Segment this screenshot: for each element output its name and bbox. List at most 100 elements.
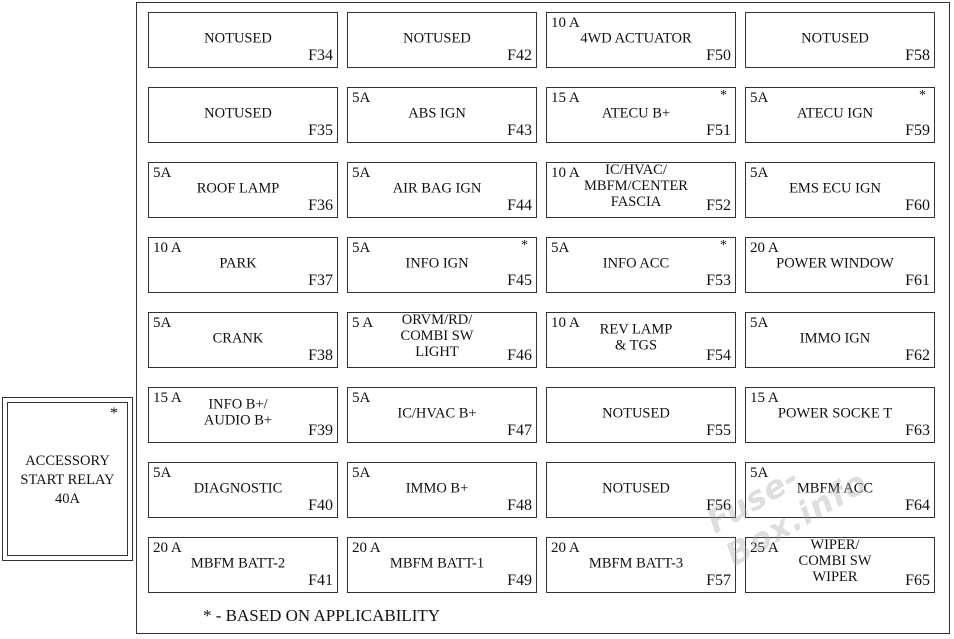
fuse-description: MBFM BATT-2 [190, 555, 286, 572]
fuse-description: INFO IGN [405, 255, 469, 272]
fuse-f47: 5A IC/HVAC B+ F47 [347, 387, 537, 443]
fuse-amperage: 20 A [352, 540, 381, 556]
applicability-star: * [720, 88, 727, 103]
fuse-f36: 5A ROOF LAMP F36 [148, 162, 338, 218]
fuse-code: F49 [507, 572, 532, 589]
fuse-description: NOTUSED [801, 30, 869, 47]
fuse-description: MBFM BATT-3 [588, 555, 684, 572]
fuse-amperage: 10 A [153, 240, 182, 256]
fuse-amperage: 5A [352, 165, 371, 181]
applicability-star: * [919, 88, 926, 103]
fuse-description: 4WD ACTUATOR [580, 30, 692, 47]
fuse-amperage: 5A [551, 240, 570, 256]
fuse-f60: 5A EMS ECU IGN F60 [745, 162, 935, 218]
applicability-star: * [521, 238, 528, 253]
fuse-code: F61 [905, 272, 930, 289]
fuse-description: ATECU IGN [796, 105, 874, 122]
relay-label: ACCESSORY START RELAY 40A [20, 453, 115, 507]
fuse-amperage: 20 A [750, 240, 779, 256]
fuse-code: F52 [706, 197, 731, 214]
fuse-f55: NOTUSED F55 [546, 387, 736, 443]
fuse-description: MBFM ACC [796, 480, 874, 497]
fuse-description: POWER WINDOW [776, 255, 894, 272]
fuse-f35: NOTUSED F35 [148, 87, 338, 143]
fuse-code: F62 [905, 347, 930, 364]
fuse-amperage: 5A [153, 165, 172, 181]
fuse-description: ABS IGN [408, 105, 466, 122]
fuse-description: ATECU B+ [601, 105, 671, 122]
fuse-description: INFO ACC [602, 255, 670, 272]
fuse-amperage: 5A [352, 390, 371, 406]
fuse-code: F35 [308, 122, 333, 139]
fuse-description: IMMO B+ [405, 480, 469, 497]
fuse-f34: NOTUSED F34 [148, 12, 338, 68]
fuse-amperage: 15 A [551, 90, 580, 106]
fuse-description: EMS ECU IGN [789, 180, 881, 197]
fuse-amperage: 15 A [750, 390, 779, 406]
fuse-code: F58 [905, 47, 930, 64]
fuse-description: ORVM/RD/ COMBI SW LIGHT [400, 312, 474, 361]
fuse-f53: 5A * INFO ACC F53 [546, 237, 736, 293]
fuse-code: F34 [308, 47, 333, 64]
fuse-description: NOTUSED [204, 105, 272, 122]
fuse-description: WIPER/ COMBI SW WIPER [798, 537, 872, 586]
fuse-code: F42 [507, 47, 532, 64]
fuse-description: PARK [219, 255, 257, 272]
fuse-code: F48 [507, 497, 532, 514]
fuse-amperage: 5A [750, 465, 769, 481]
fuse-description: MBFM BATT-1 [389, 555, 485, 572]
fuse-f46: 5 A ORVM/RD/ COMBI SW LIGHT F46 [347, 312, 537, 368]
fuse-description: NOTUSED [403, 30, 471, 47]
fuse-code: F57 [706, 572, 731, 589]
fuse-amperage: 15 A [153, 390, 182, 406]
fuse-amperage: 5 A [352, 315, 374, 331]
fuse-f51: 15 A * ATECU B+ F51 [546, 87, 736, 143]
fuse-code: F60 [905, 197, 930, 214]
fuse-code: F51 [706, 122, 731, 139]
fuse-description: NOTUSED [602, 480, 670, 497]
fuse-description: ROOF LAMP [196, 180, 280, 197]
fuse-code: F36 [308, 197, 333, 214]
fuse-code: F56 [706, 497, 731, 514]
accessory-start-relay [7, 402, 128, 556]
fuse-amperage: 5A [352, 240, 371, 256]
fuse-code: F43 [507, 122, 532, 139]
fuse-code: F47 [507, 422, 532, 439]
fuse-code: F63 [905, 422, 930, 439]
fuse-code: F59 [905, 122, 930, 139]
fuse-code: F54 [706, 347, 731, 364]
fuse-amperage: 20 A [153, 540, 182, 556]
applicability-star: * [720, 238, 727, 253]
fuse-description: NOTUSED [602, 405, 670, 422]
fuse-box-frame [136, 2, 950, 634]
fuse-amperage: 5A [750, 165, 769, 181]
fuse-code: F53 [706, 272, 731, 289]
fuse-amperage: 5A [153, 465, 172, 481]
fuse-description: IMMO IGN [799, 330, 871, 347]
fuse-description: NOTUSED [204, 30, 272, 47]
fuse-code: F46 [507, 347, 532, 364]
fuse-description: IC/HVAC B+ [397, 405, 477, 422]
footnote: * - BASED ON APPLICABILITY [203, 606, 441, 625]
fuse-description: AIR BAG IGN [392, 180, 482, 197]
fuse-code: F55 [706, 422, 731, 439]
fuse-description: CRANK [212, 330, 264, 347]
fuse-description: INFO B+/ AUDIO B+ [203, 396, 273, 429]
